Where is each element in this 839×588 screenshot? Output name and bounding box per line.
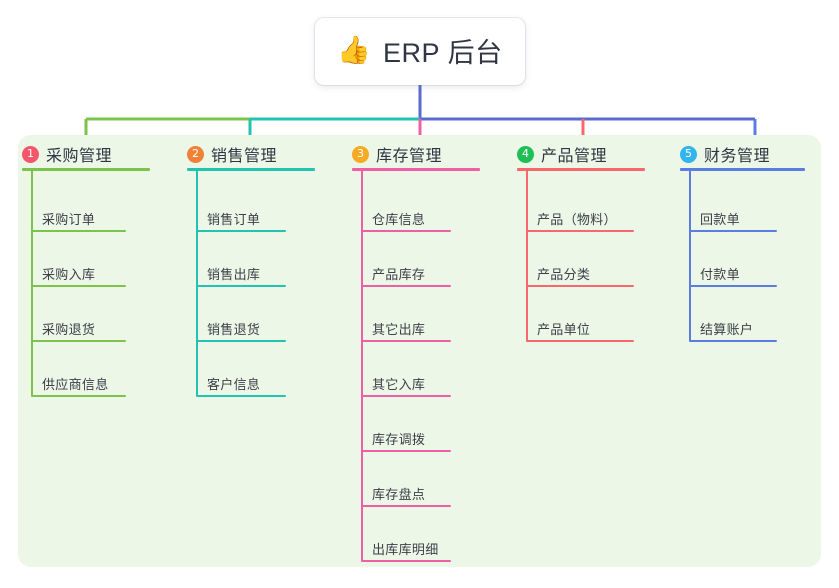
- column-spine-purchase: [31, 171, 33, 396]
- column-spine-inventory: [361, 171, 363, 561]
- menu-item[interactable]: 采购入库: [42, 267, 96, 282]
- menu-item[interactable]: 产品单位: [537, 322, 591, 337]
- menu-item[interactable]: 付款单: [700, 267, 740, 282]
- menu-item-rule: [689, 340, 777, 342]
- menu-item-rule: [361, 340, 451, 342]
- menu-item-rule: [31, 395, 126, 397]
- menu-item-rule: [196, 395, 286, 397]
- menu-item-rule: [689, 285, 777, 287]
- column-title-sales: 销售管理: [211, 148, 278, 165]
- column-product: 4 产品管理产品（物料） 产品分类产品单位: [517, 135, 645, 567]
- menu-item-rule: [526, 340, 634, 342]
- menu-item-rule: [31, 340, 126, 342]
- thumbs-up-icon: 👍: [337, 35, 372, 66]
- menu-item[interactable]: 回款单: [700, 212, 740, 227]
- column-header-inventory[interactable]: 3 库存管理: [352, 142, 442, 166]
- column-title-inventory: 库存管理: [376, 148, 443, 165]
- menu-item[interactable]: 销售退货: [207, 322, 261, 337]
- menu-item-rule: [361, 285, 451, 287]
- menu-item-rule: [689, 230, 777, 232]
- column-badge-inventory: 3: [352, 145, 369, 163]
- column-finance: 5 财务管理回款单付款单结算账户: [680, 135, 805, 567]
- column-badge-finance: 5: [680, 145, 697, 163]
- menu-item-rule: [196, 285, 286, 287]
- column-title-purchase: 采购管理: [46, 148, 113, 165]
- menu-item[interactable]: 库存盘点: [372, 487, 426, 502]
- menu-item[interactable]: 其它出库: [372, 322, 426, 337]
- column-badge-purchase: 1: [22, 145, 39, 163]
- menu-item[interactable]: 库存调拨: [372, 432, 426, 447]
- menu-item-rule: [196, 340, 286, 342]
- column-header-rule-sales: [187, 168, 315, 171]
- column-header-sales[interactable]: 2 销售管理: [187, 142, 277, 166]
- menu-item[interactable]: 仓库信息: [372, 212, 426, 227]
- menu-item[interactable]: 其它入库: [372, 377, 426, 392]
- menu-item[interactable]: 出库库明细: [372, 542, 439, 557]
- menu-item[interactable]: 供应商信息: [42, 377, 109, 392]
- column-sales: 2 销售管理销售订单销售出库销售退货客户信息: [187, 135, 315, 567]
- column-spine-sales: [196, 171, 198, 396]
- menu-item[interactable]: 产品分类: [537, 267, 591, 282]
- column-badge-sales: 2: [187, 145, 204, 163]
- menu-item-rule: [361, 505, 451, 507]
- column-header-finance[interactable]: 5 财务管理: [680, 142, 770, 166]
- column-spine-product: [526, 171, 528, 341]
- menu-item-rule: [526, 230, 634, 232]
- menu-item-rule: [31, 230, 126, 232]
- menu-item[interactable]: 产品（物料）: [537, 212, 617, 227]
- menu-item[interactable]: 销售出库: [207, 267, 261, 282]
- menu-item[interactable]: 结算账户: [700, 322, 754, 337]
- menu-item-rule: [196, 230, 286, 232]
- root-title: ERP 后台: [383, 38, 503, 68]
- column-header-rule-purchase: [22, 168, 150, 171]
- menu-item[interactable]: 产品库存: [372, 267, 426, 282]
- menu-item[interactable]: 采购退货: [42, 322, 96, 337]
- menu-item-rule: [31, 285, 126, 287]
- column-inventory: 3 库存管理仓库信息产品库存其它出库其它入库库存调拨库存盘点出库库明细: [352, 135, 480, 567]
- column-header-rule-product: [517, 168, 645, 171]
- modules-panel: 1 采购管理采购订单采购入库采购退货供应商信息 2 销售管理销售订单销售出库销售退货…: [18, 135, 821, 567]
- column-title-product: 产品管理: [541, 148, 608, 165]
- menu-item-rule: [361, 395, 451, 397]
- menu-item-rule: [526, 285, 634, 287]
- column-header-rule-inventory: [352, 168, 480, 171]
- column-title-finance: 财务管理: [704, 148, 771, 165]
- column-badge-product: 4: [517, 145, 534, 163]
- menu-item[interactable]: 采购订单: [42, 212, 96, 227]
- column-header-product[interactable]: 4 产品管理: [517, 142, 607, 166]
- menu-item[interactable]: 客户信息: [207, 377, 261, 392]
- column-header-purchase[interactable]: 1 采购管理: [22, 142, 112, 166]
- root-node[interactable]: 👍 ERP 后台: [315, 18, 525, 85]
- menu-item-rule: [361, 450, 451, 452]
- menu-item-rule: [361, 560, 451, 562]
- column-header-rule-finance: [680, 168, 805, 171]
- column-spine-finance: [689, 171, 691, 341]
- menu-item[interactable]: 销售订单: [207, 212, 261, 227]
- menu-item-rule: [361, 230, 451, 232]
- column-purchase: 1 采购管理采购订单采购入库采购退货供应商信息: [22, 135, 150, 567]
